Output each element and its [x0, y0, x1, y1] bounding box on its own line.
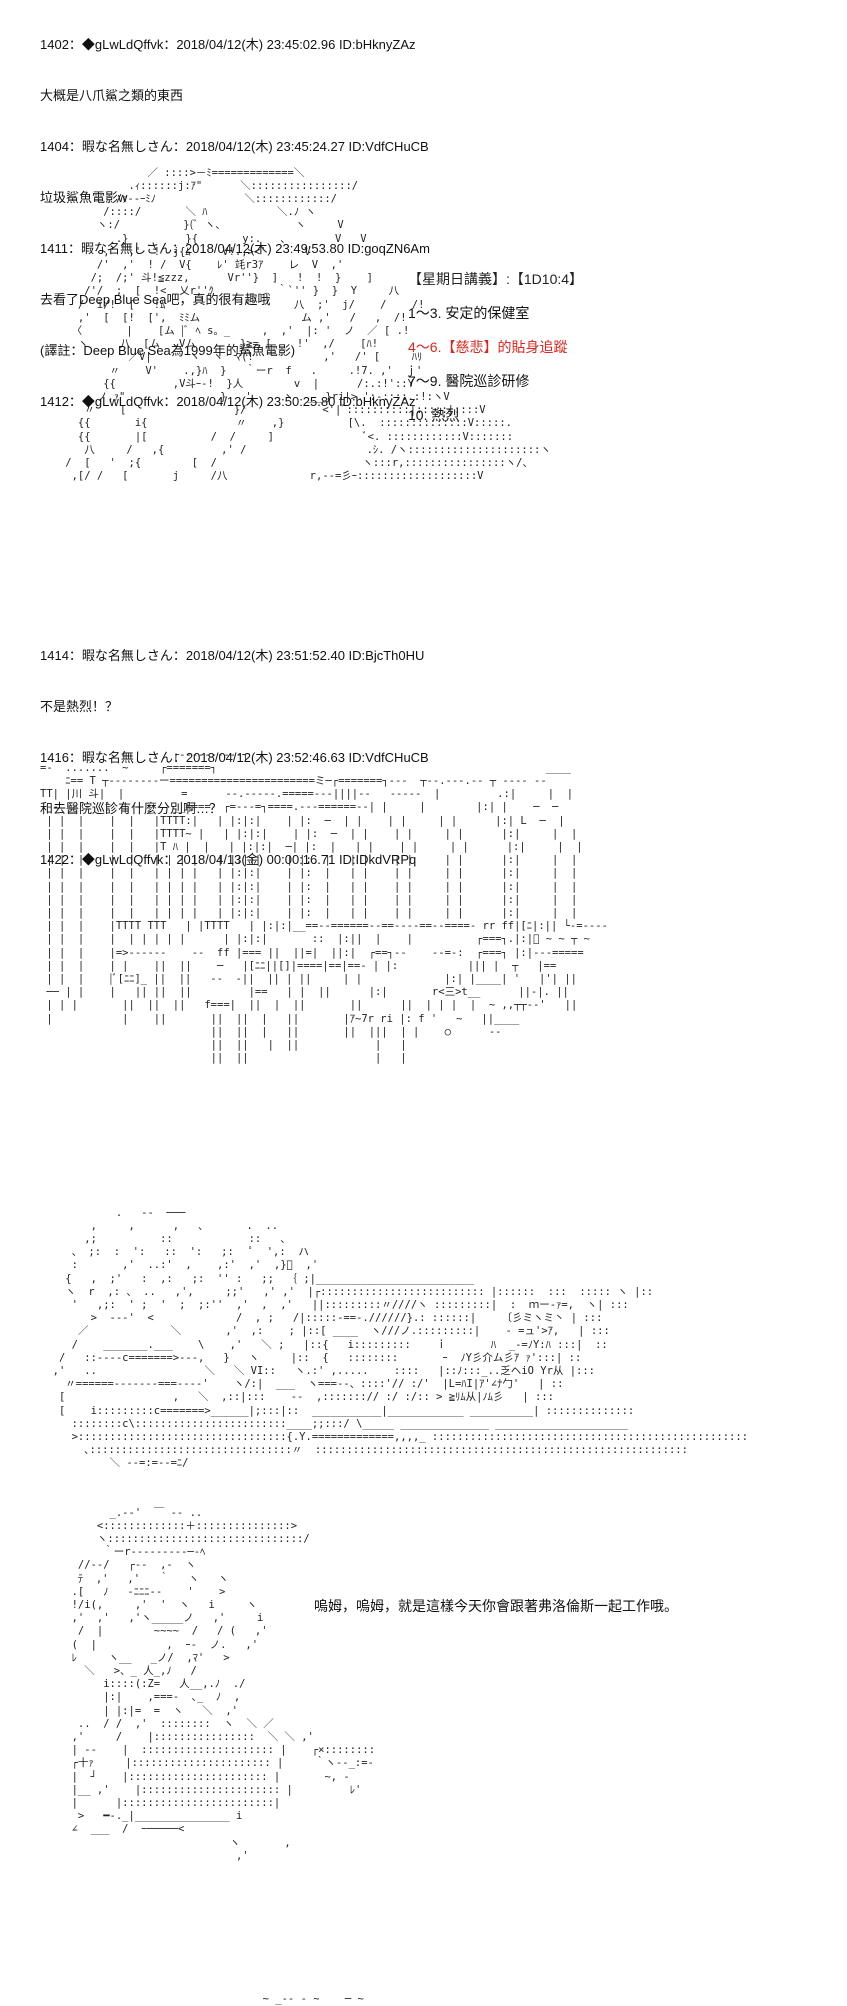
ascii-art-figure-clipboard: . -- ─── , , , 、 . .. ,; :: :: 、 、 ;: : … [52, 1206, 749, 1470]
post-body: 和去醫院巡診有什麼分別啊…？ [40, 801, 223, 816]
post-header: 1416：暇な名無しさん：2018/04/12(木) 23:52:46.63 I… [40, 750, 429, 765]
choice-item: 1～3. 安定的保健室 [408, 305, 530, 321]
post-header: 1402：◆gLwLdQffvk：2018/04/12(木) 23:45:02.… [40, 37, 416, 52]
choice-item: 7～9. 醫院巡診研修 [408, 373, 530, 389]
post-body: (譯註：Deep Blue Sea為1999年的鯊魚電影) [40, 343, 296, 358]
post-body: 大概是八爪鯊之類的東西 [40, 88, 184, 103]
choice-header: 【星期日講義】:【1D10:4】 [408, 271, 584, 287]
post-header: 1414：暇な名無しさん：2018/04/12(木) 23:51:52.40 I… [40, 648, 425, 663]
post-body: 去看了Deep Blue Sea吧，真的很有趣哦 [40, 292, 271, 307]
post-body: 垃圾鯊魚電影w [40, 190, 128, 205]
choice-item: 10. 熱烈 [408, 407, 460, 423]
post-header: 1411：暇な名無しさん：2018/04/12(木) 23:49:53.80 I… [40, 241, 430, 256]
thread-block-1: 1402：◆gLwLdQffvk：2018/04/12(木) 23:45:02.… [40, 2, 430, 427]
ascii-art-fragment: ~ _-- ‐ ~ ─ ~ [262, 1992, 364, 2005]
post-body: 不是熱烈！？ [40, 699, 119, 714]
post-header: 1404：暇な名無しさん：2018/04/12(木) 23:45:24.27 I… [40, 139, 429, 154]
choice-item-selected: 4～6.【慈悲】的貼身追蹤 [408, 339, 568, 355]
post-header: 1422：◆gLwLdQffvk：2018/04/13(金) 00:00:16.… [40, 852, 417, 867]
dialog-text: 嗚姆，嗚姆，就是這樣今天你會跟著弗洛倫斯一起工作哦。 [314, 1598, 678, 1614]
thread-block-2: 1414：暇な名無しさん：2018/04/12(木) 23:51:52.40 I… [40, 613, 429, 885]
post-header: 1412：◆gLwLdQffvk：2018/04/12(木) 23:50:25.… [40, 394, 416, 409]
ascii-art-figure-nurse: _.-‐' ￣ ‐- .. <:::::::::::::＋:::::::::::… [71, 1506, 376, 1862]
ascii-art-hospital: ┌‐‐‐‐‐‐‐‐‐‐┐ =- ....... ~ ┌=======┐ ____… [40, 748, 608, 1065]
choice-list: 【星期日講義】:【1D10:4】 1～3. 安定的保健室 4～6.【慈悲】的貼身… [408, 262, 583, 432]
ascii-art-figure-1: ／ ::::>－ﾐ=============＼ .ｨ::::::j:ｱ" ＼::… [65, 166, 551, 483]
